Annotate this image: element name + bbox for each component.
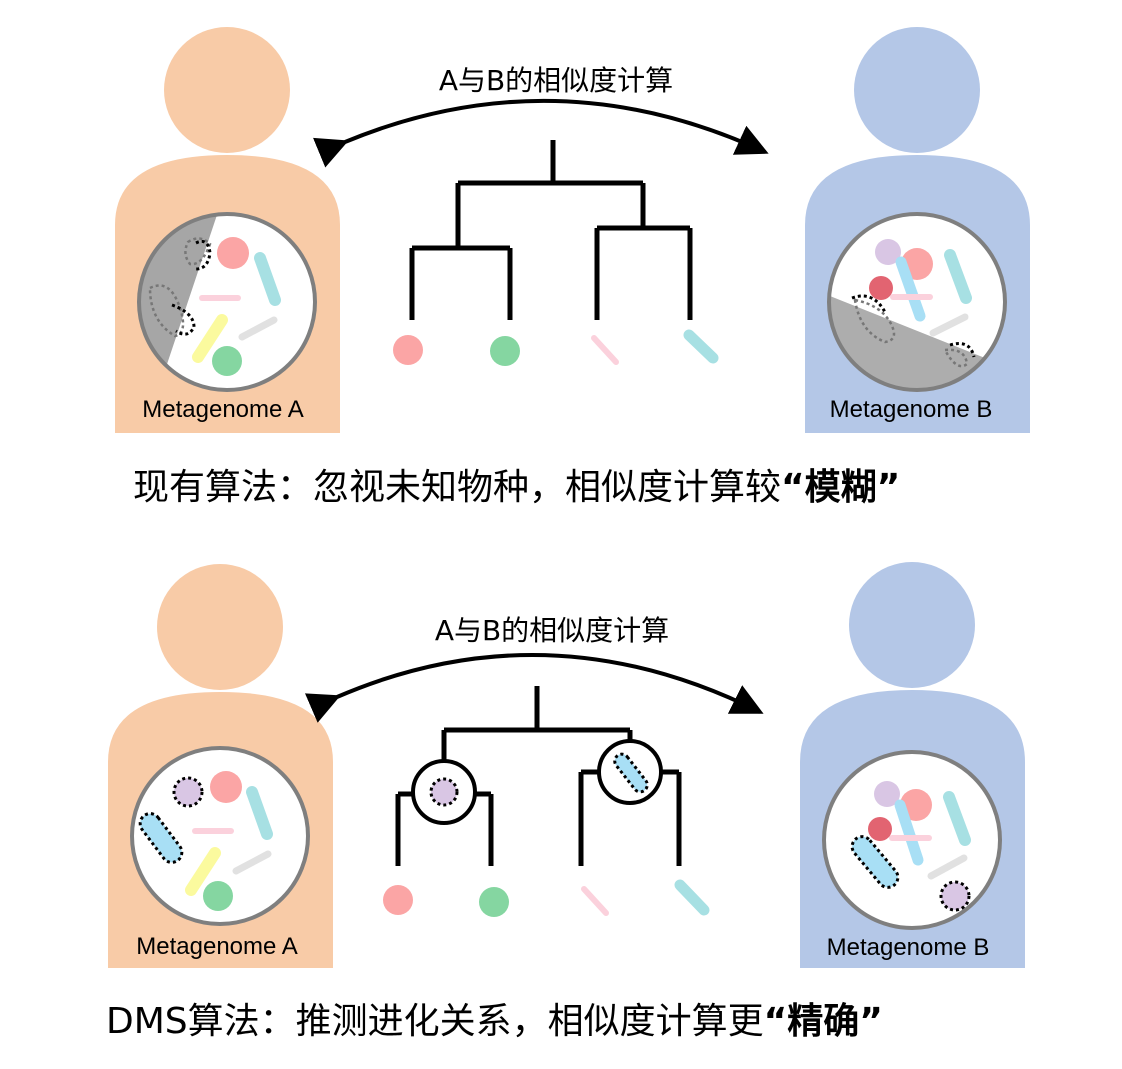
bottom-b-blue-rod-dotted <box>850 835 900 889</box>
bottom-caption: DMS算法：推测进化关系，相似度计算更“精确” <box>106 992 883 1044</box>
bottom-a-yellow-rod <box>185 847 221 896</box>
top-b-blue-rod <box>895 256 926 322</box>
bottom-b-gray-rod <box>927 854 968 880</box>
bottom-a-gray-rod <box>232 850 272 875</box>
top-arrow-label: A与B的相似度计算 <box>439 64 673 97</box>
top-b-purple-circle <box>875 239 901 265</box>
top-leaf-cyan-rod <box>683 329 719 364</box>
bottom-leaf-cyan-rod <box>674 879 710 916</box>
top-b-cyan-rod <box>944 249 972 304</box>
top-caption-emphasis: “模糊” <box>781 467 901 508</box>
bottom-b-blue-rod <box>894 799 924 866</box>
top-person-b-label: Metagenome B <box>830 396 993 423</box>
top-person-a-label: Metagenome A <box>142 396 303 423</box>
top-phylo-tree <box>409 140 693 320</box>
bottom-leaf-pink-rod <box>581 886 609 916</box>
bottom-b-red-circle <box>868 817 892 841</box>
bottom-person-b-head <box>849 562 975 688</box>
bottom-similarity-arrow <box>304 652 764 723</box>
bottom-phylo-tree <box>395 686 682 866</box>
top-a-pink-circle <box>217 237 249 269</box>
bottom-leaf-pink-circle <box>383 885 413 915</box>
bottom-a-blue-rod-dotted <box>138 812 184 864</box>
bottom-arrow-label: A与B的相似度计算 <box>435 614 669 647</box>
bottom-person-b: Metagenome B <box>800 562 1025 968</box>
bottom-ancestor-node-left <box>411 759 477 825</box>
bottom-person-a-head <box>157 564 283 690</box>
top-b-red-circle <box>869 276 893 300</box>
bottom-ancestor-purple-circle <box>429 777 459 807</box>
top-a-unknown-dotted <box>184 237 212 266</box>
top-leaf-green-circle <box>490 336 520 366</box>
top-panel: Metagenome A <box>115 27 1030 433</box>
top-a-unknown-dotted-2 <box>148 284 185 338</box>
top-similarity-arrow <box>313 98 769 168</box>
top-a-gray-rod <box>238 316 278 341</box>
top-a-cyan-rod <box>254 252 281 306</box>
bottom-b-cyan-rod <box>943 791 971 846</box>
top-person-b-head <box>854 27 980 153</box>
top-caption-text: 现有算法：忽视未知物种，相似度计算较 <box>133 467 782 508</box>
bottom-leaf-green-circle <box>479 887 509 917</box>
top-person-b: Metagenome B <box>805 27 1030 433</box>
bottom-person-b-sample <box>822 750 1002 930</box>
bottom-person-b-label: Metagenome B <box>827 934 990 961</box>
top-leaf-pink-circle <box>393 335 423 365</box>
top-b-dotted-outline-2 <box>949 342 976 358</box>
top-person-a: Metagenome A <box>115 27 340 433</box>
top-a-green-circle <box>212 346 242 376</box>
top-b-dotted-outline <box>851 294 888 315</box>
bottom-a-cyan-rod <box>246 786 273 840</box>
bottom-caption-text: DMS算法：推测进化关系，相似度计算更 <box>106 1001 764 1042</box>
bottom-person-a-label: Metagenome A <box>136 933 297 960</box>
top-caption: 现有算法：忽视未知物种，相似度计算较“模糊” <box>133 458 900 510</box>
bottom-b-purple-circle-dotted <box>939 880 971 912</box>
bottom-a-purple-circle <box>172 776 204 808</box>
bottom-b-purple-circle <box>874 781 900 807</box>
top-a-yellow-rod <box>192 314 228 363</box>
bottom-a-green-circle <box>203 881 233 911</box>
top-a-dotted-outline <box>195 239 212 271</box>
bottom-person-a-sample <box>130 746 310 926</box>
bottom-panel: Metagenome A Metagenome B A与B的相 <box>108 562 1025 968</box>
bottom-ancestor-node-right <box>597 739 663 805</box>
top-leaf-pink-rod <box>591 335 619 365</box>
bottom-caption-emphasis: “精确” <box>763 1001 883 1042</box>
top-person-b-sample <box>827 212 1007 392</box>
top-person-a-head <box>164 27 290 153</box>
bottom-a-pink-circle <box>210 771 242 803</box>
top-b-gray-rod <box>929 313 969 337</box>
bottom-ancestor-blue-rod <box>613 752 649 794</box>
bottom-person-a: Metagenome A <box>108 564 333 968</box>
